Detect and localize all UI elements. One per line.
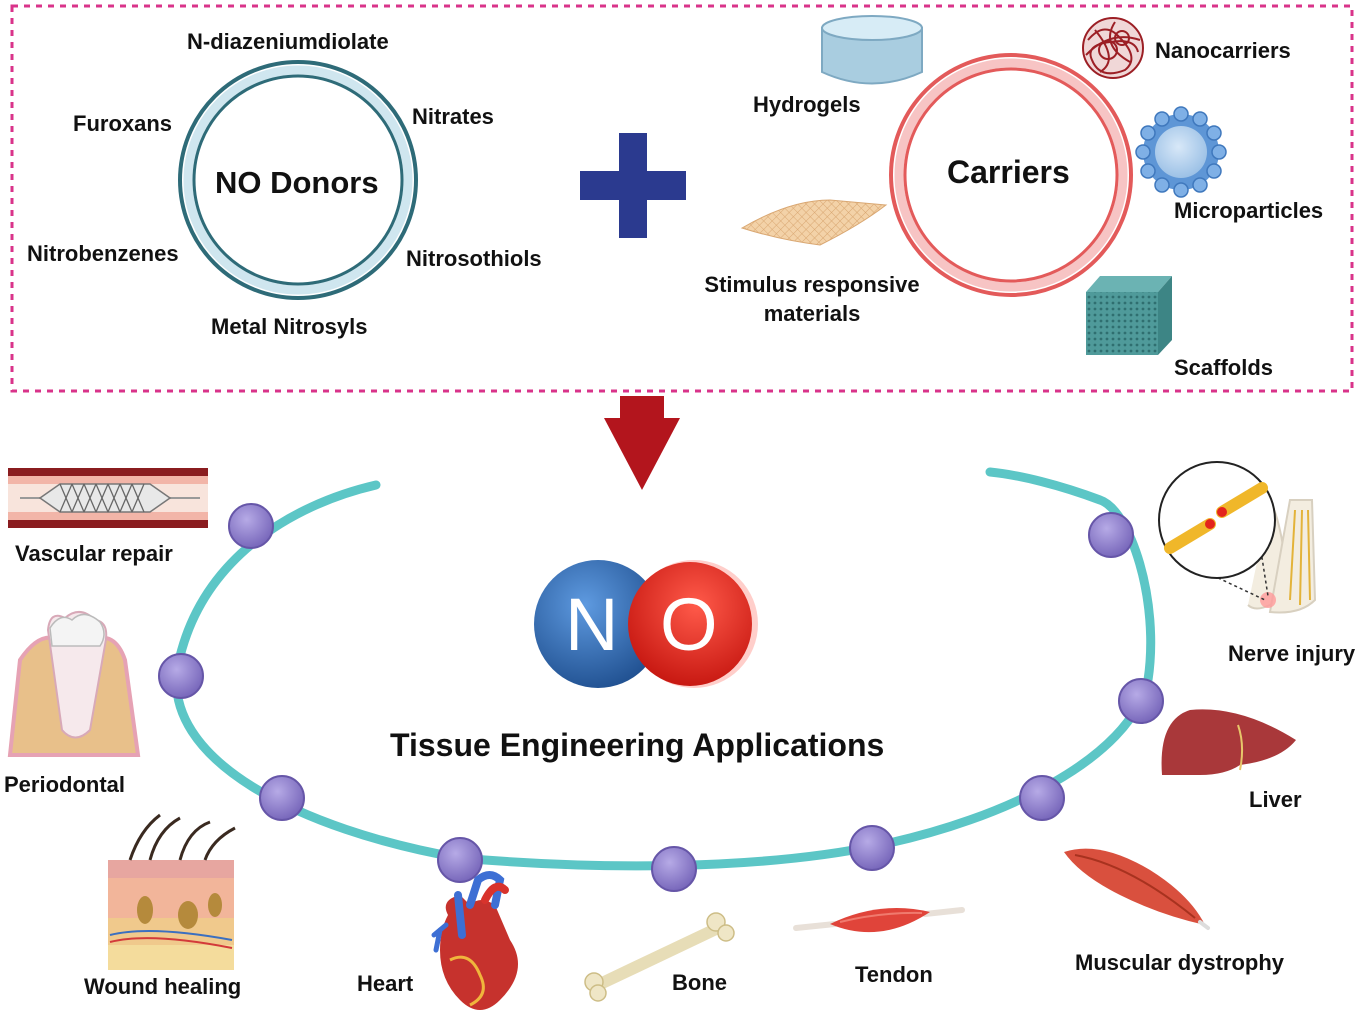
muscle-icon bbox=[1064, 848, 1210, 930]
donor-furoxans: Furoxans bbox=[73, 111, 173, 136]
donor-n-diazeniumdiolate: N-diazeniumdiolate bbox=[187, 29, 389, 54]
carriers-ring bbox=[889, 53, 1133, 297]
node-liver bbox=[1118, 678, 1164, 724]
app-vascular-repair: Vascular repair bbox=[15, 541, 173, 566]
vascular-stent-icon bbox=[8, 468, 208, 528]
node-periodontal bbox=[158, 653, 204, 699]
node-tendon bbox=[849, 825, 895, 871]
carriers-title: Carriers bbox=[947, 154, 1070, 190]
app-heart: Heart bbox=[357, 971, 414, 996]
no-donors-title: NO Donors bbox=[215, 165, 379, 200]
tendon-icon bbox=[793, 907, 965, 933]
no-molecule bbox=[534, 560, 758, 688]
node-wound bbox=[259, 775, 305, 821]
node-heart bbox=[437, 837, 483, 883]
microparticle-icon bbox=[1135, 106, 1227, 198]
donor-nitrosothiols: Nitrosothiols bbox=[406, 246, 542, 271]
app-muscular-dystrophy: Muscular dystrophy bbox=[1075, 950, 1285, 975]
curve-nodes bbox=[158, 503, 1164, 892]
donor-metal-nitrosyls: Metal Nitrosyls bbox=[211, 314, 368, 339]
down-arrow bbox=[604, 396, 680, 490]
carrier-stimulus-line1: Stimulus responsive bbox=[704, 272, 920, 297]
o-atom-label: O bbox=[660, 583, 718, 666]
carrier-nanocarriers: Nanocarriers bbox=[1155, 38, 1291, 63]
liver-icon bbox=[1161, 709, 1296, 775]
donor-nitrates: Nitrates bbox=[412, 104, 494, 129]
app-bone: Bone bbox=[672, 970, 727, 995]
no-donors-ring bbox=[178, 60, 418, 300]
tooth-icon bbox=[7, 611, 141, 757]
app-periodontal: Periodontal bbox=[4, 772, 126, 797]
n-atom-label: N bbox=[565, 583, 619, 666]
nanocarrier-icon bbox=[1082, 17, 1144, 79]
bone-icon bbox=[584, 912, 735, 1002]
node-bone bbox=[651, 846, 697, 892]
carrier-microparticles: Microparticles bbox=[1174, 198, 1324, 223]
carrier-hydrogels: Hydrogels bbox=[753, 92, 861, 117]
donor-nitrobenzenes: Nitrobenzenes bbox=[27, 241, 179, 266]
hydrogel-icon bbox=[821, 15, 923, 85]
node-nerve bbox=[1088, 512, 1134, 558]
carrier-stimulus-line2: materials bbox=[763, 301, 861, 326]
app-wound-healing: Wound healing bbox=[84, 974, 242, 999]
carrier-scaffolds: Scaffolds bbox=[1174, 355, 1274, 380]
mesh-material-icon bbox=[740, 199, 888, 246]
node-muscular bbox=[1019, 775, 1065, 821]
scaffold-icon bbox=[1086, 276, 1172, 355]
app-nerve-injury: Nerve injury bbox=[1228, 641, 1356, 666]
node-vascular bbox=[228, 503, 274, 549]
app-tendon: Tendon bbox=[855, 962, 933, 987]
plus-icon bbox=[580, 133, 686, 238]
donor-carrier-panel bbox=[10, 4, 1354, 393]
skin-section-icon bbox=[108, 813, 236, 970]
applications-title: Tissue Engineering Applications bbox=[390, 727, 885, 763]
nerve-injury-icon bbox=[1158, 461, 1317, 614]
app-liver: Liver bbox=[1249, 787, 1302, 812]
heart-icon bbox=[431, 871, 518, 1010]
